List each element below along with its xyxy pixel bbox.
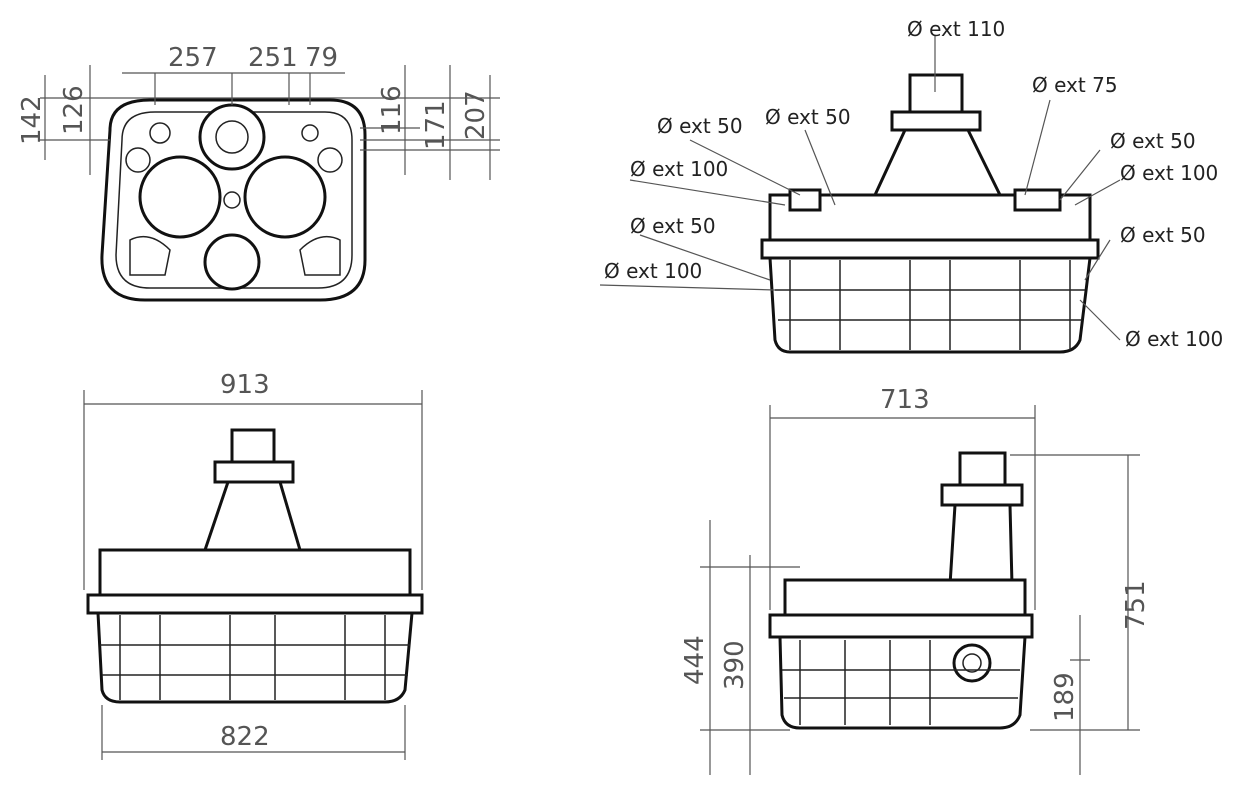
dim-444: 444 [680,635,710,685]
dim-189: 189 [1050,672,1080,722]
dim-751: 751 [1121,580,1151,630]
side-view: 713 751 444 390 189 [680,385,1151,775]
outlet-pipe-side [958,451,1007,490]
dim-257: 257 [168,43,218,73]
label-left-ext50-b: Ø ext 50 [765,105,851,129]
dim-79: 79 [305,43,338,73]
dim-171: 171 [421,100,451,150]
dim-142: 142 [17,95,47,145]
pump-disc-right [243,155,327,239]
dim-390: 390 [720,640,750,690]
tank-body-iso [768,256,1092,354]
inlet-port-side [952,643,992,683]
outlet-pipe [908,73,964,117]
label-left-ext100-b: Ø ext 100 [604,259,702,283]
outlet-flange-top [198,103,266,171]
tank-body-side [778,635,1027,730]
label-ext75: Ø ext 75 [1032,73,1118,97]
dim-713: 713 [880,385,930,415]
dim-126: 126 [59,85,89,135]
label-left-ext50-c: Ø ext 50 [630,214,716,238]
label-right-ext50-b: Ø ext 50 [1120,223,1206,247]
dim-822: 822 [220,722,270,752]
outlet-pipe-front [230,428,276,467]
pump-disc-left [138,155,222,239]
dim-913: 913 [220,370,270,400]
dim-116: 116 [377,85,407,135]
pump-disc-bottom [203,233,261,291]
dim-207: 207 [461,90,491,140]
top-view: 257 251 79 142 126 116 171 207 [17,43,500,302]
tank-body-front [96,611,414,704]
iso-view: Ø ext 110 Ø ext 75 Ø ext 50 Ø ext 50 Ø e… [599,17,1223,354]
label-right-ext100-b: Ø ext 100 [1125,327,1223,351]
label-right-ext100-a: Ø ext 100 [1120,161,1218,185]
label-left-ext100-a: Ø ext 100 [630,157,728,181]
label-right-ext50-a: Ø ext 50 [1110,129,1196,153]
front-view: 913 822 [83,370,424,760]
dim-251: 251 [248,43,298,73]
label-ext110: Ø ext 110 [907,17,1005,41]
label-left-ext50-a: Ø ext 50 [657,114,743,138]
